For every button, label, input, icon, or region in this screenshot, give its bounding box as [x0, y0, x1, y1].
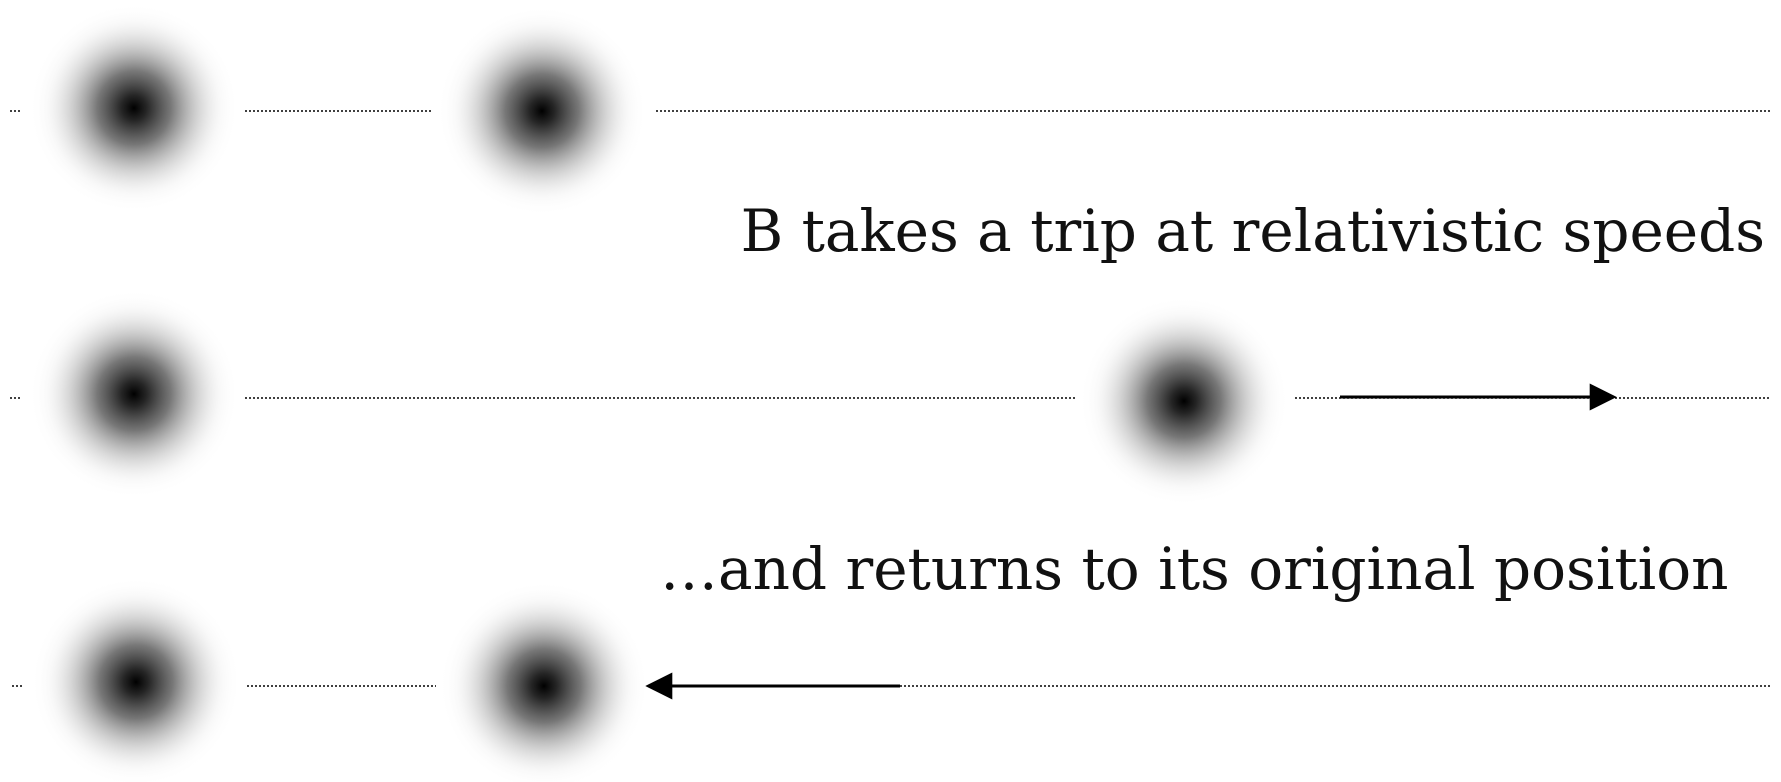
caption-trip: B takes a trip at relativistic speeds [740, 197, 1765, 265]
clock-b-dot [437, 6, 647, 216]
clock-b-dot [1079, 296, 1289, 506]
row-trip [10, 289, 1770, 506]
clock-a-dot [29, 289, 239, 499]
clock-b-dot [439, 581, 649, 782]
caption-return: …and returns to its original position [660, 535, 1729, 603]
clock-a-dot [29, 3, 239, 213]
row-return [12, 577, 1770, 782]
clock-a-dot [31, 577, 241, 782]
row-initial [10, 3, 1770, 216]
